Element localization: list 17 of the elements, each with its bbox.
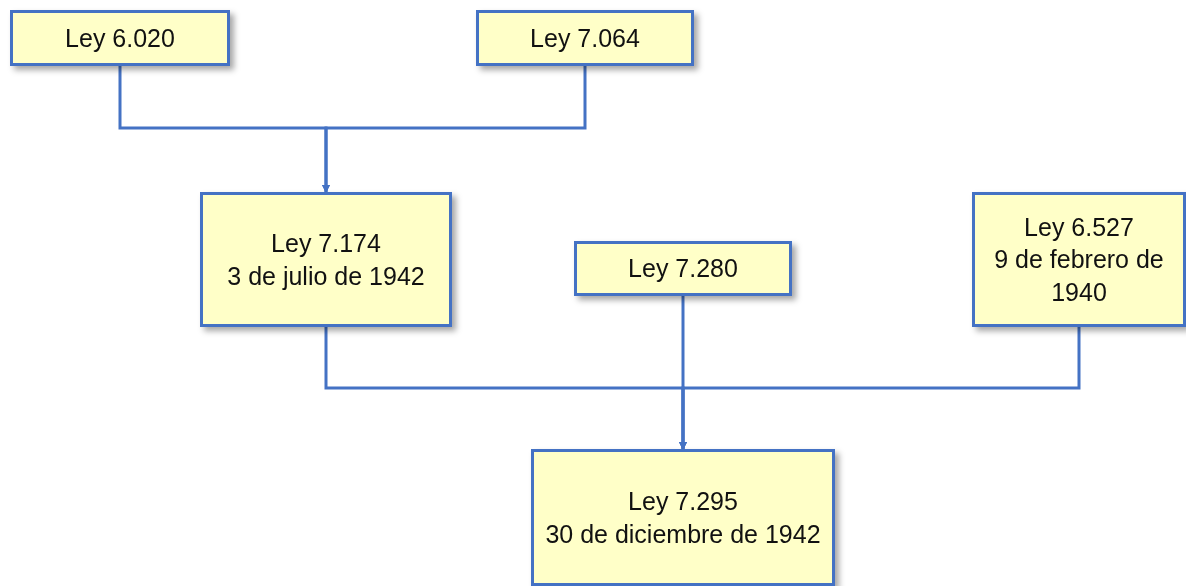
law-text: Ley 7.295 xyxy=(628,486,738,517)
connector-arrow xyxy=(679,327,1081,450)
law-text: Ley 7.174 xyxy=(271,228,381,259)
connector-arrow xyxy=(322,66,587,193)
law-text: 3 de julio de 1942 xyxy=(227,260,425,292)
law-box xyxy=(531,449,835,586)
law-box xyxy=(200,192,452,327)
law-box xyxy=(476,10,694,66)
law-text: 9 de febrero de 1940 xyxy=(993,244,1165,308)
law-text: Ley 6.020 xyxy=(65,22,175,54)
law-box xyxy=(10,10,230,66)
law-box xyxy=(574,241,792,296)
law-text: Ley 7.280 xyxy=(628,253,738,285)
law-text: Ley 6.527 xyxy=(1024,211,1134,243)
law-text: 30 de diciembre de 1942 xyxy=(545,518,821,550)
law-text: Ley 7.064 xyxy=(530,22,640,54)
law-box xyxy=(972,192,1186,327)
